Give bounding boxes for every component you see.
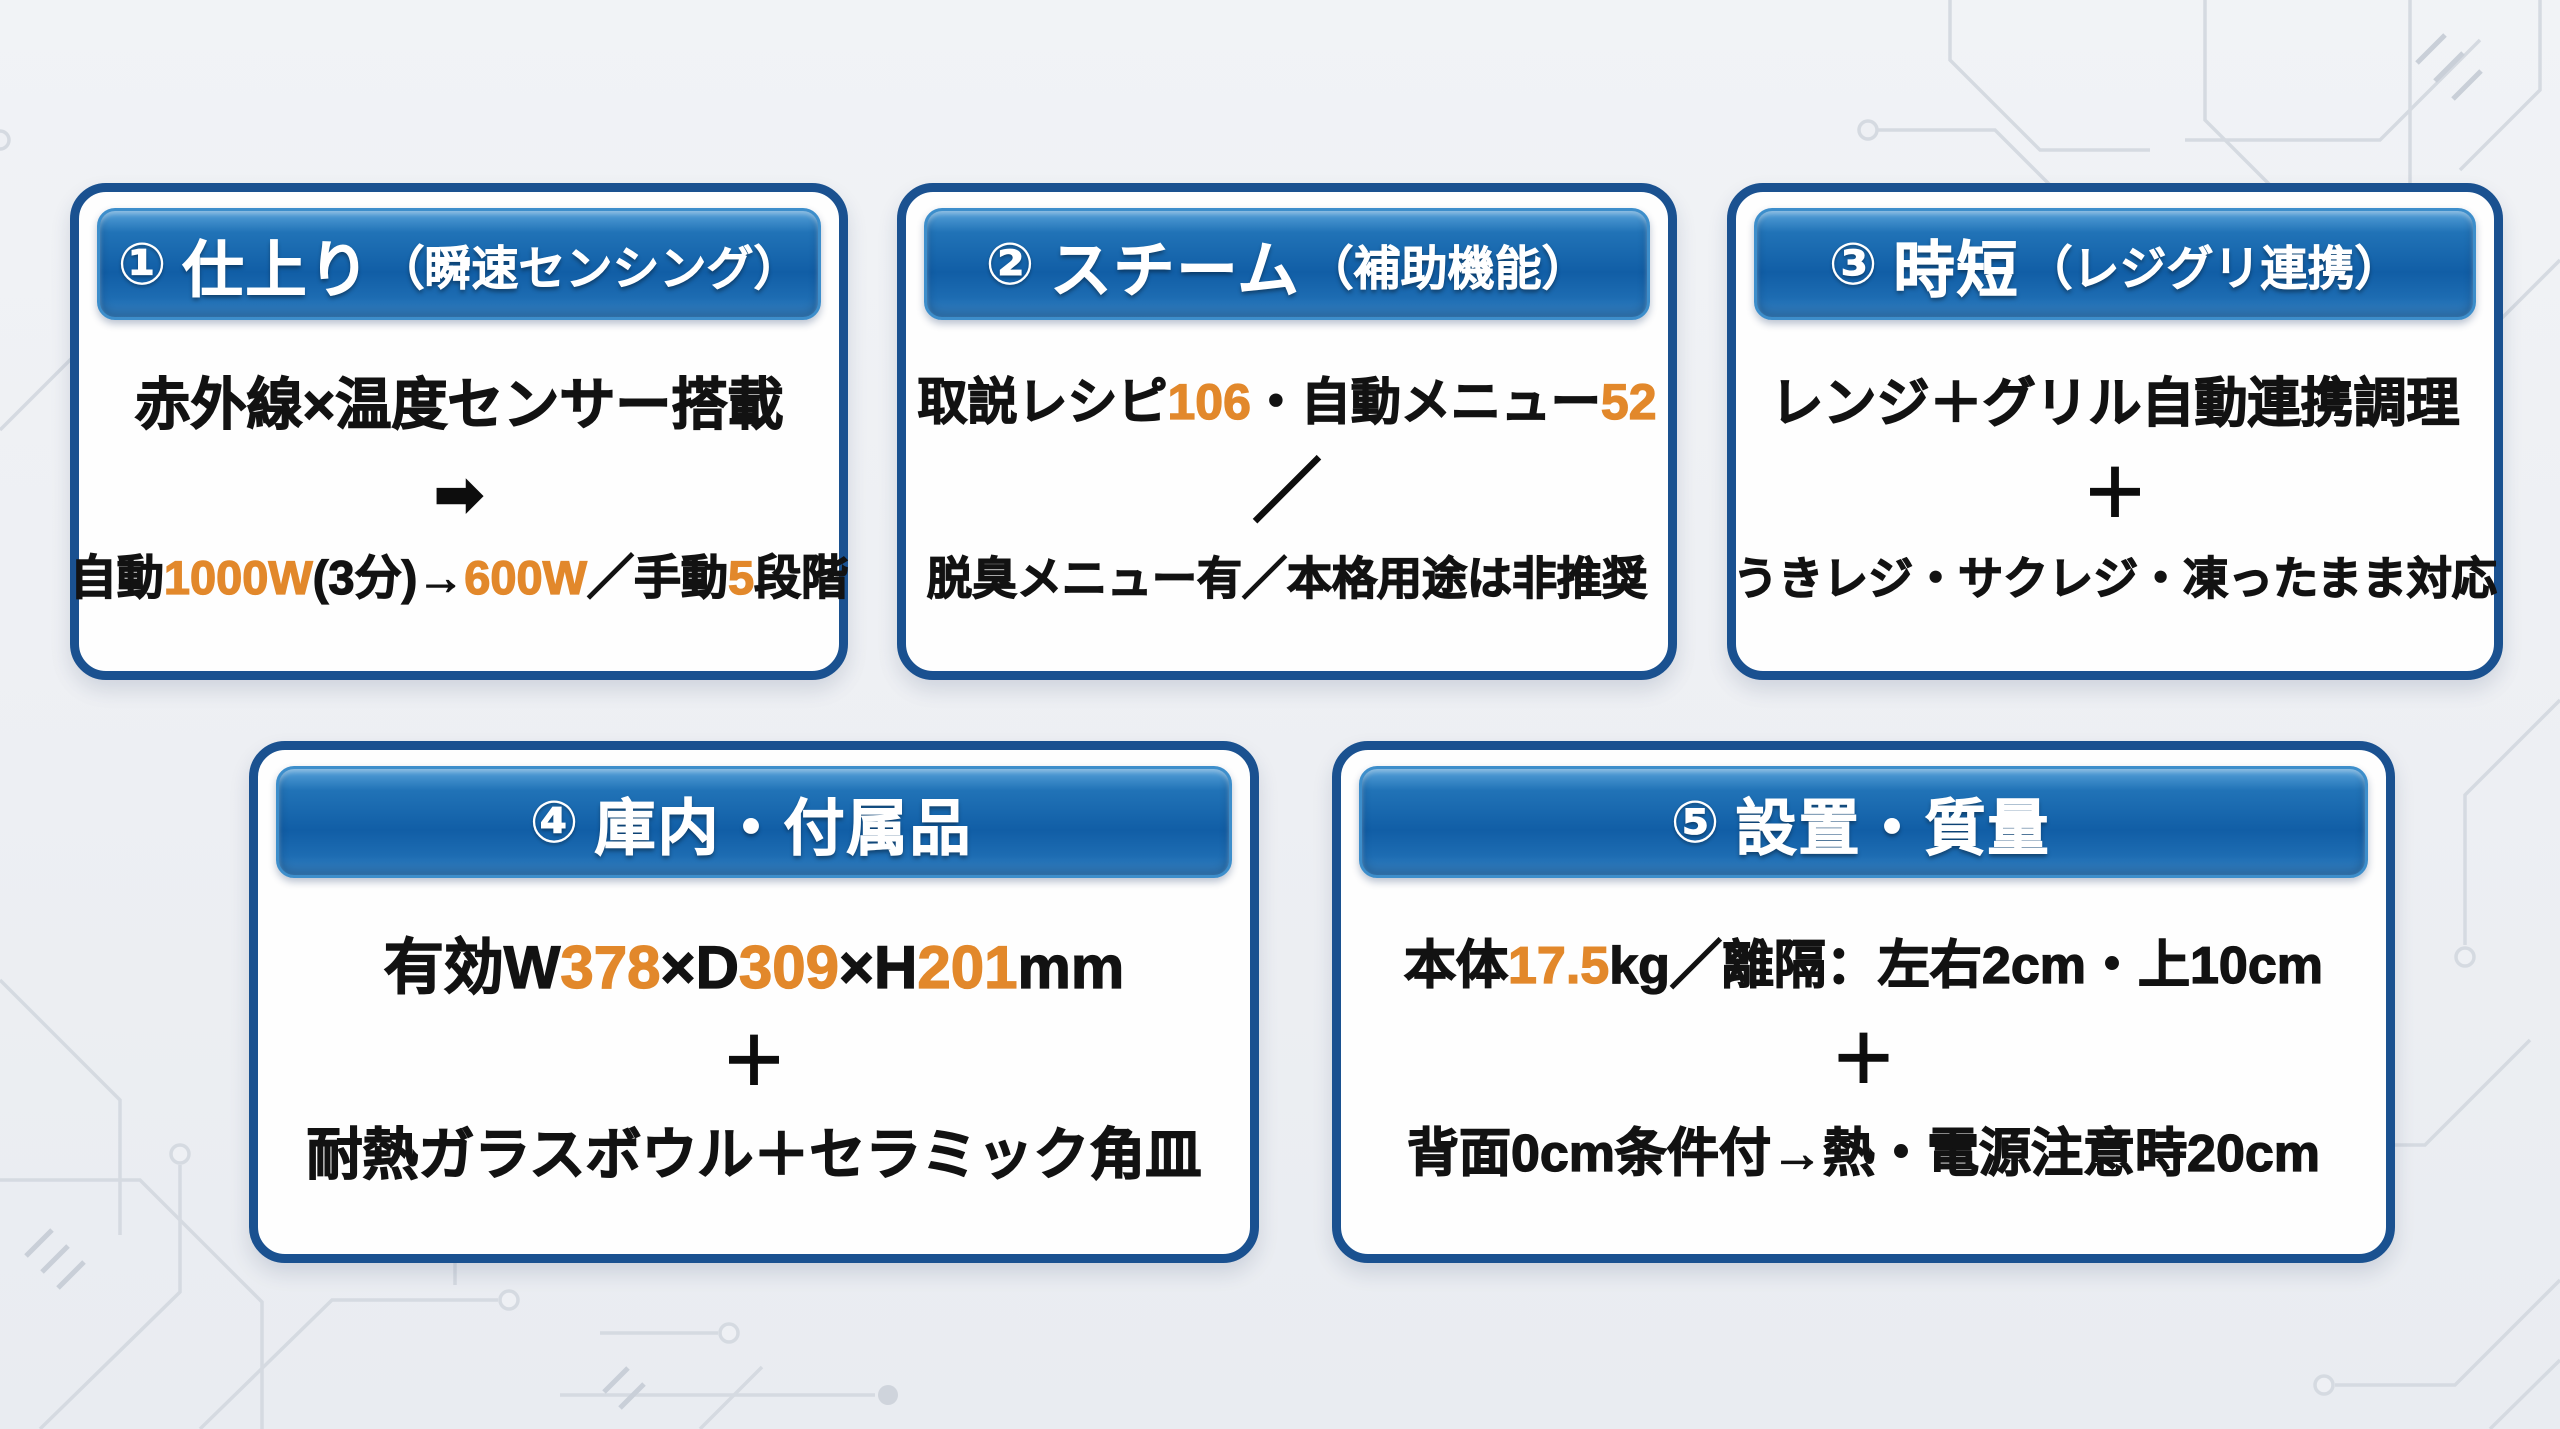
text-segment: kg／離隔：左右2cm・上10cm (1609, 936, 2324, 995)
accent-value: 106 (1167, 373, 1252, 431)
spec-line-primary: 取説レシピ106・自動メニュー52 (917, 373, 1657, 431)
spec-line-secondary: 自動1000W(3分)→600W／手動5段階 (69, 551, 849, 605)
spec-line-secondary: 背面0cm条件付→熱・電源注意時20cm (1406, 1124, 2321, 1183)
text-segment: 耐熱ガラスボウル＋セラミック角皿 (306, 1122, 1202, 1186)
text-segment: 赤外線×温度センサー搭載 (134, 372, 784, 436)
card-header: ② スチーム （補助機能） (924, 208, 1650, 320)
accent-value: 600W (464, 551, 588, 605)
accent-value: 17.5 (1507, 936, 1610, 995)
spec-line-secondary: 耐熱ガラスボウル＋セラミック角皿 (306, 1122, 1202, 1187)
card-header: ③ 時短 （レジグリ連携） (1754, 208, 2476, 320)
spec-line-primary: レンジ＋グリル自動連携調理 (1770, 374, 2460, 434)
spec-line-primary: 有効W378×D309×H201mm (383, 933, 1125, 1001)
text-segment: 有効W (383, 933, 561, 1001)
spec-line-primary: 赤外線×温度センサー搭載 (134, 372, 784, 437)
spec-line-secondary: うきレジ・サクレジ・凍ったまま対応 (1733, 553, 2498, 605)
text-segment: 段階 (754, 551, 849, 605)
card-header: ⑤ 設置・質量 (1359, 766, 2368, 878)
plus-divider: ＋ (2082, 457, 2148, 530)
circled-number-4: ④ (529, 790, 579, 855)
card-interior-accessories: ④ 庫内・付属品 有効W378×D309×H201mm ＋ 耐熱ガラスボウル＋セ… (249, 741, 1259, 1263)
slash-divider: ／ (1252, 454, 1322, 531)
text-segment: ／手動 (586, 551, 729, 605)
text-segment: ×D (660, 933, 740, 1001)
text-segment: ×H (838, 933, 918, 1001)
arrow-divider: ➡ (433, 460, 485, 528)
card-subtitle: （レジグリ連携） (2025, 241, 2402, 295)
card-subtitle: （補助機能） (1306, 241, 1589, 295)
circled-number-5: ⑤ (1670, 790, 1720, 855)
spec-line-secondary: 脱臭メニュー有／本格用途は非推奨 (926, 553, 1648, 605)
accent-value: 52 (1600, 373, 1657, 431)
card-body: 取説レシピ106・自動メニュー52 ／ 脱臭メニュー有／本格用途は非推奨 (906, 320, 1668, 671)
circled-number-3: ③ (1828, 232, 1878, 297)
circled-number-2: ② (985, 232, 1035, 297)
accent-value: 309 (738, 933, 840, 1001)
card-steam: ② スチーム （補助機能） 取説レシピ106・自動メニュー52 ／ 脱臭メニュー… (897, 183, 1677, 680)
text-segment: 背面0cm条件付→熱・電源注意時20cm (1406, 1124, 2321, 1183)
card-body: 有効W378×D309×H201mm ＋ 耐熱ガラスボウル＋セラミック角皿 (258, 878, 1250, 1254)
card-title: 設置・質量 (1735, 793, 2051, 862)
card-body: 赤外線×温度センサー搭載 ➡ 自動1000W(3分)→600W／手動5段階 (69, 320, 849, 671)
text-segment: うきレジ・サクレジ・凍ったまま対応 (1733, 553, 2498, 605)
text-segment: (3分)→ (312, 551, 465, 605)
text-segment: レンジ＋グリル自動連携調理 (1770, 374, 2460, 434)
card-body: 本体17.5kg／離隔：左右2cm・上10cm ＋ 背面0cm条件付→熱・電源注… (1341, 878, 2386, 1254)
card-installation-weight: ⑤ 設置・質量 本体17.5kg／離隔：左右2cm・上10cm ＋ 背面0cm条… (1332, 741, 2395, 1263)
spec-line-primary: 本体17.5kg／離隔：左右2cm・上10cm (1403, 936, 2324, 995)
text-segment: ・自動メニュー (1250, 373, 1601, 431)
text-segment: 取説レシピ (917, 373, 1168, 431)
card-title: 庫内・付属品 (594, 793, 973, 862)
circled-number-1: ① (117, 232, 167, 297)
card-finish-sensing: ① 仕上り （瞬速センシング） 赤外線×温度センサー搭載 ➡ 自動1000W(3… (69, 183, 849, 680)
accent-value: 201 (917, 933, 1018, 1001)
card-header: ④ 庫内・付属品 (276, 766, 1232, 878)
accent-value: 378 (560, 933, 661, 1001)
card-title: スチーム (1050, 235, 1301, 304)
card-subtitle: （瞬速センシング） (377, 241, 801, 295)
plus-divider: ＋ (1831, 1023, 1897, 1096)
text-segment: 本体 (1403, 936, 1509, 995)
text-segment: 脱臭メニュー有／本格用途は非推奨 (926, 553, 1648, 605)
card-header: ① 仕上り （瞬速センシング） (97, 208, 821, 320)
card-time-saving: ③ 時短 （レジグリ連携） レンジ＋グリル自動連携調理 ＋ うきレジ・サクレジ・… (1727, 183, 2503, 680)
text-segment: mm (1017, 933, 1125, 1001)
text-segment: 自動 (69, 551, 164, 605)
accent-value: 1000W (163, 551, 313, 605)
plus-divider: ＋ (721, 1026, 787, 1099)
card-title: 時短 (1893, 235, 2020, 304)
card-body: レンジ＋グリル自動連携調理 ＋ うきレジ・サクレジ・凍ったまま対応 (1733, 320, 2498, 671)
accent-value: 5 (727, 551, 755, 605)
card-title: 仕上り (182, 235, 372, 304)
